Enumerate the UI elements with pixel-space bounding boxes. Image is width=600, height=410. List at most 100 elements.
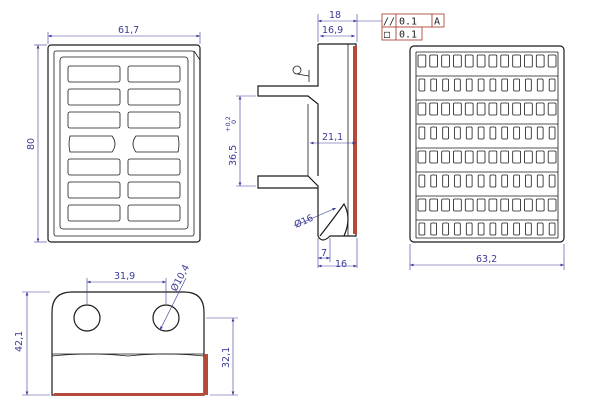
lattice-cell	[465, 78, 473, 92]
lattice-cell	[524, 198, 533, 212]
lattice-cell	[489, 222, 497, 236]
lattice-cell	[548, 174, 556, 188]
lattice-cell	[525, 78, 532, 92]
lattice-cell	[464, 150, 474, 164]
back-view: 63,2	[409, 45, 565, 270]
lattice-cell	[430, 174, 437, 188]
feature-control-frame: // 0.1 A □ 0.1	[381, 13, 445, 41]
lattice-cell	[512, 54, 521, 68]
side-height-tol-lower: 0	[230, 120, 238, 124]
side-bottom-dim: 16	[335, 259, 347, 270]
slot	[67, 65, 121, 83]
lattice-cell	[454, 222, 461, 236]
lattice-cell	[454, 174, 461, 188]
lattice-cell	[441, 150, 450, 164]
bottom-spacing-dim: 31,9	[114, 271, 135, 282]
lattice-cell	[501, 126, 508, 140]
bottom-view: 31,9 Ø10,4 42,1 32,1	[14, 263, 238, 396]
lattice-cell	[535, 150, 545, 164]
lattice-cell	[465, 174, 473, 188]
lattice-cell	[476, 198, 486, 212]
lattice-cell	[430, 126, 437, 140]
lattice-cell	[477, 174, 485, 188]
bottom-body	[51, 291, 205, 396]
lattice-cell	[442, 78, 449, 92]
lattice-cell	[489, 174, 497, 188]
lattice-cell	[525, 174, 532, 188]
bottom-side-hatch	[204, 354, 208, 395]
side-height-dim: 36,5	[228, 145, 239, 166]
lattice-cell	[489, 78, 497, 92]
lattice-cell	[418, 174, 426, 188]
lattice-cell	[417, 198, 427, 212]
side-hatch-strip	[353, 46, 357, 234]
fcf-flatness-symbol: □	[384, 30, 390, 41]
slot-center-right	[132, 135, 180, 153]
side-top-dim: 18	[329, 10, 341, 21]
fcf-row1-datum: A	[434, 17, 440, 28]
lattice-cell	[441, 54, 450, 68]
slot-center-left	[68, 135, 116, 153]
lattice-cell	[430, 78, 437, 92]
lattice-cell	[488, 54, 498, 68]
lattice-cell	[453, 54, 462, 68]
slot	[67, 158, 121, 176]
back-grid	[415, 51, 559, 239]
lattice-cell	[524, 150, 533, 164]
back-outer-frame	[409, 45, 565, 243]
lattice-cell	[536, 222, 544, 236]
bottom-inner-height-dim: 32,1	[221, 347, 232, 368]
front-view: 61,7 80	[26, 25, 201, 243]
lattice-cell	[429, 54, 438, 68]
lattice-cell	[464, 102, 474, 116]
lattice-cell	[417, 150, 427, 164]
lattice-cell	[512, 198, 521, 212]
side-view: 18 16,9 36,5 +0.2 0 21,1 Ø16 7 16	[224, 10, 382, 270]
bottom-dia-leader	[159, 277, 187, 331]
lattice-cell	[418, 126, 426, 140]
lattice-cell	[417, 102, 427, 116]
fcf-cell	[395, 26, 423, 41]
slot	[127, 158, 181, 176]
lattice-cell	[513, 174, 520, 188]
front-width-dim: 61,7	[118, 25, 139, 36]
lattice-cell	[513, 78, 520, 92]
lattice-cell	[524, 54, 533, 68]
front-grid-border	[59, 56, 189, 230]
lattice-cell	[548, 78, 556, 92]
side-inner-dim: 16,9	[322, 25, 343, 36]
side-height-tol-upper: +0.2	[224, 116, 232, 132]
lattice-cell	[500, 102, 509, 116]
lattice-cell	[429, 150, 438, 164]
slot	[67, 204, 121, 222]
fcf-parallel-symbol: //	[383, 17, 395, 28]
slot	[67, 111, 121, 129]
lattice-cell	[453, 198, 462, 212]
lattice-cell	[454, 126, 461, 140]
lattice-cell	[536, 126, 544, 140]
lattice-cell	[548, 222, 556, 236]
lattice-cell	[548, 126, 556, 140]
side-symbol-circle	[292, 65, 302, 75]
bottom-dia-dim: Ø10,4	[169, 263, 192, 293]
lattice-cell	[512, 150, 521, 164]
front-outer-frame	[47, 44, 201, 243]
lattice-cell	[525, 222, 532, 236]
lattice-cell	[488, 150, 498, 164]
front-inner-frame	[53, 50, 195, 237]
lattice-cell	[547, 102, 557, 116]
slot	[67, 88, 121, 106]
lattice-cell	[488, 102, 498, 116]
lattice-cell	[430, 222, 437, 236]
lattice-cell	[535, 102, 545, 116]
lattice-cell	[489, 126, 497, 140]
lattice-cell	[453, 150, 462, 164]
lattice-cell	[476, 150, 486, 164]
front-corner-line	[193, 50, 201, 61]
lattice-cell	[501, 222, 508, 236]
lattice-cell	[513, 222, 520, 236]
lattice-cell	[524, 102, 533, 116]
fcf-row2-value: 0.1	[399, 30, 417, 41]
lattice-cell	[547, 150, 557, 164]
